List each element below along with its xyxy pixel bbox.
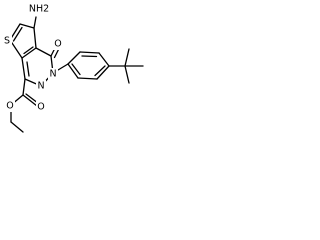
bond (22, 78, 26, 96)
ester-carbonyl-oxygen-label: O (37, 102, 44, 113)
atom-label-layer: NH2 S O N N O O (2, 3, 63, 113)
bond (21, 57, 26, 80)
ring-nitrogen-lower-label: N (37, 81, 44, 92)
bond (98, 52, 110, 67)
bond (10, 121, 24, 133)
bond-layer (9, 16, 144, 133)
bond (67, 51, 81, 65)
bond (35, 47, 52, 57)
amine-label: NH2 (29, 4, 49, 15)
bond (12, 26, 23, 42)
bond (124, 48, 130, 67)
bond (19, 23, 35, 29)
bond (21, 47, 37, 59)
bond (67, 63, 79, 79)
ester-ether-oxygen-label: O (6, 101, 13, 112)
bond (124, 65, 130, 84)
bond (23, 46, 34, 55)
bond (81, 55, 98, 58)
ring-carbonyl-oxygen-label: O (54, 39, 61, 50)
bond (79, 51, 100, 54)
bond (22, 94, 38, 107)
bond (94, 65, 106, 77)
bond (77, 77, 98, 80)
chemical-structure-diagram: NH2 S O N N O O (2, 3, 144, 133)
bond (26, 61, 30, 77)
bond (53, 48, 60, 59)
bond (33, 16, 37, 29)
bond (96, 65, 110, 80)
bond (71, 63, 81, 76)
ring-nitrogen-upper-label: N (49, 69, 56, 80)
bond (33, 27, 37, 49)
ring-sulfur-label: S (4, 36, 10, 47)
